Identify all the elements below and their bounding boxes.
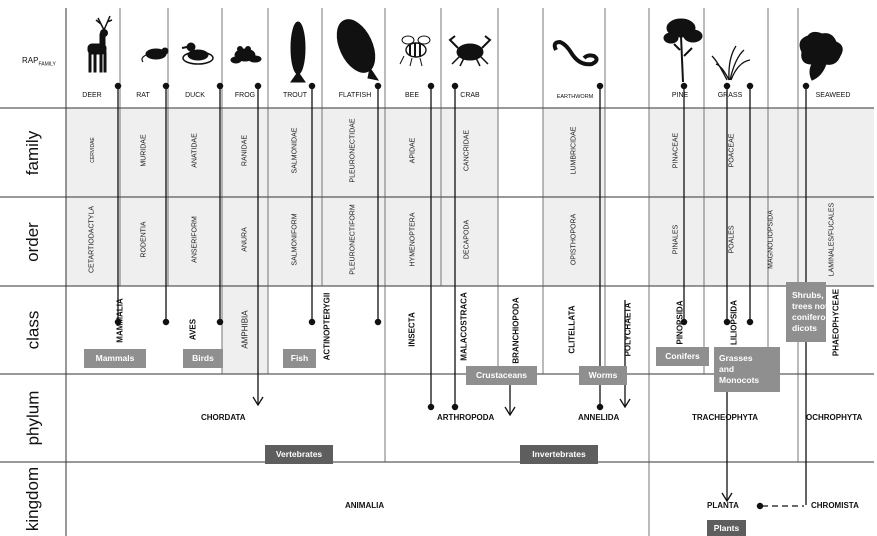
duck-icon bbox=[182, 43, 213, 64]
badge-invertebrates: Invertebrates bbox=[520, 445, 598, 464]
frog-icon bbox=[231, 47, 261, 64]
class-clitellata: CLITELLATA bbox=[568, 290, 577, 370]
badge-grasses-line: Monocots bbox=[719, 375, 759, 386]
animal-name-bee: BEE bbox=[392, 92, 432, 99]
family-cervidae: CERVIDAE bbox=[90, 110, 96, 190]
order-anseriform: ANSERIFORM bbox=[192, 200, 199, 280]
badge-shrubs-line: trees not bbox=[792, 301, 828, 312]
deer-icon bbox=[88, 16, 112, 72]
badge-conifers: Conifers bbox=[656, 347, 709, 366]
family-pinaceae: PINACEAE bbox=[673, 111, 680, 191]
order-cetartiodactyla: CETARTIODACTYLA bbox=[89, 200, 96, 280]
family-anatidae: ANATIDAE bbox=[192, 111, 199, 191]
blank-column-shade bbox=[768, 8, 798, 108]
row-label-class: class bbox=[0, 286, 66, 374]
order-salmoniform: SALMONIFORM bbox=[292, 200, 299, 280]
trout-icon bbox=[291, 22, 305, 82]
animal-name-rat: RAT bbox=[124, 92, 162, 99]
animal-name-crab: CRAB bbox=[450, 92, 490, 99]
rap-label-main: RAP bbox=[22, 56, 38, 65]
grass-icon bbox=[712, 46, 750, 80]
animal-name-trout: TROUT bbox=[274, 92, 316, 99]
class-insecta: INSECTA bbox=[408, 290, 417, 370]
family-poaceae: POACEAE bbox=[729, 111, 736, 191]
kingdom-chromista: CHROMISTA bbox=[811, 501, 859, 510]
order-pleuronectiform: PLEURONECTIFORM bbox=[350, 200, 357, 280]
family-lumbricidae: LUMBRICIDAE bbox=[571, 111, 578, 191]
row-label-phylum: phylum bbox=[0, 374, 66, 462]
order-hymenoptera: HYMENOPTERA bbox=[410, 200, 417, 280]
family-salmonidae: SALMONIDAE bbox=[292, 111, 299, 191]
phylum-annelida: ANNELIDA bbox=[578, 413, 619, 422]
kingdom-animalia: ANIMALIA bbox=[345, 501, 384, 510]
badge-shrubs-dicots: Shrubs, trees not coniferous, dicots bbox=[786, 282, 826, 342]
badge-mammals: Mammals bbox=[84, 349, 146, 368]
row-label-kingdom: kingdom bbox=[0, 462, 66, 536]
order-magnoliopsida: MAGNOLIOPSIDA bbox=[768, 200, 775, 280]
badge-plants: Plants bbox=[707, 520, 746, 536]
badge-birds: Birds bbox=[183, 349, 223, 368]
badge-grasses-line: and bbox=[719, 364, 734, 375]
animal-name-grass: GRASS bbox=[710, 92, 750, 99]
phylum-tracheophyta: TRACHEOPHYTA bbox=[692, 413, 758, 422]
badge-shrubs-line: dicots bbox=[792, 323, 817, 334]
badge-grasses-line: Grasses bbox=[719, 353, 753, 364]
order-pinales: PINALES bbox=[673, 200, 680, 280]
family-pleuronectidae: PLEURONECTIDAE bbox=[350, 111, 357, 191]
badge-worms: Worms bbox=[579, 366, 627, 385]
class-amphibia: AMPHIBIA bbox=[241, 290, 250, 370]
badge-shrubs-line: coniferous, bbox=[792, 312, 838, 323]
family-muridae: MURIDAE bbox=[141, 111, 148, 191]
order-anura: ANURA bbox=[242, 200, 249, 280]
flatfish-icon bbox=[330, 14, 383, 80]
class-actinopterygii: ACTINOPTERYGII bbox=[323, 287, 332, 367]
family-cancridae: CANCRIDAE bbox=[464, 111, 471, 191]
rap-family-label: RAPFAMILY bbox=[22, 56, 56, 68]
blank-column-shade bbox=[498, 8, 543, 374]
class-branchiopoda: BRANCHIOPODA bbox=[512, 291, 521, 371]
row-label-order: order bbox=[0, 197, 66, 286]
crab-icon bbox=[450, 36, 490, 66]
badge-shrubs-line: Shrubs, bbox=[792, 290, 824, 301]
seaweed-icon bbox=[800, 32, 842, 80]
order-poales: POALES bbox=[729, 200, 736, 280]
order-decapoda: DECAPODA bbox=[464, 200, 471, 280]
family-apidae: APIDAE bbox=[410, 111, 417, 191]
animal-name-flatfish: FLATFISH bbox=[330, 92, 380, 99]
phylum-ochrophyta: OCHROPHYTA bbox=[806, 413, 862, 422]
order-opisthopora: OPISTHOPORA bbox=[571, 200, 578, 280]
kingdom-planta: PLANTA bbox=[707, 501, 739, 510]
row-label-family: family bbox=[0, 108, 66, 197]
animal-name-pine: PINE bbox=[660, 92, 700, 99]
rat-icon bbox=[142, 48, 168, 62]
phylum-chordata: CHORDATA bbox=[201, 413, 246, 422]
rap-label-sub: FAMILY bbox=[38, 62, 55, 68]
family-ranidae: RANIDAE bbox=[242, 111, 249, 191]
class-polychaeta: POLYCHAETA bbox=[624, 290, 633, 370]
animal-name-frog: FROG bbox=[225, 92, 265, 99]
bee-icon bbox=[400, 36, 430, 66]
pine-tree-icon bbox=[664, 19, 702, 82]
animal-name-seaweed: SEAWEED bbox=[808, 92, 858, 99]
order-laminales-fucales: LAMINALES/FUCALES bbox=[829, 200, 836, 280]
animal-name-earthworm: EARTHWORM bbox=[550, 94, 600, 100]
badge-crustaceans: Crustaceans bbox=[466, 366, 537, 385]
earthworm-icon bbox=[555, 42, 597, 64]
badge-vertebrates: Vertebrates bbox=[265, 445, 333, 464]
animal-name-deer: DEER bbox=[72, 92, 112, 99]
badge-fish: Fish bbox=[283, 349, 316, 368]
phylum-arthropoda: ARTHROPODA bbox=[437, 413, 494, 422]
order-rodentia: RODENTIA bbox=[141, 200, 148, 280]
badge-grasses-monocots: Grasses and Monocots bbox=[714, 347, 780, 392]
animal-name-duck: DUCK bbox=[174, 92, 216, 99]
class-malacostraca: MALACOSTRACA bbox=[460, 287, 469, 367]
